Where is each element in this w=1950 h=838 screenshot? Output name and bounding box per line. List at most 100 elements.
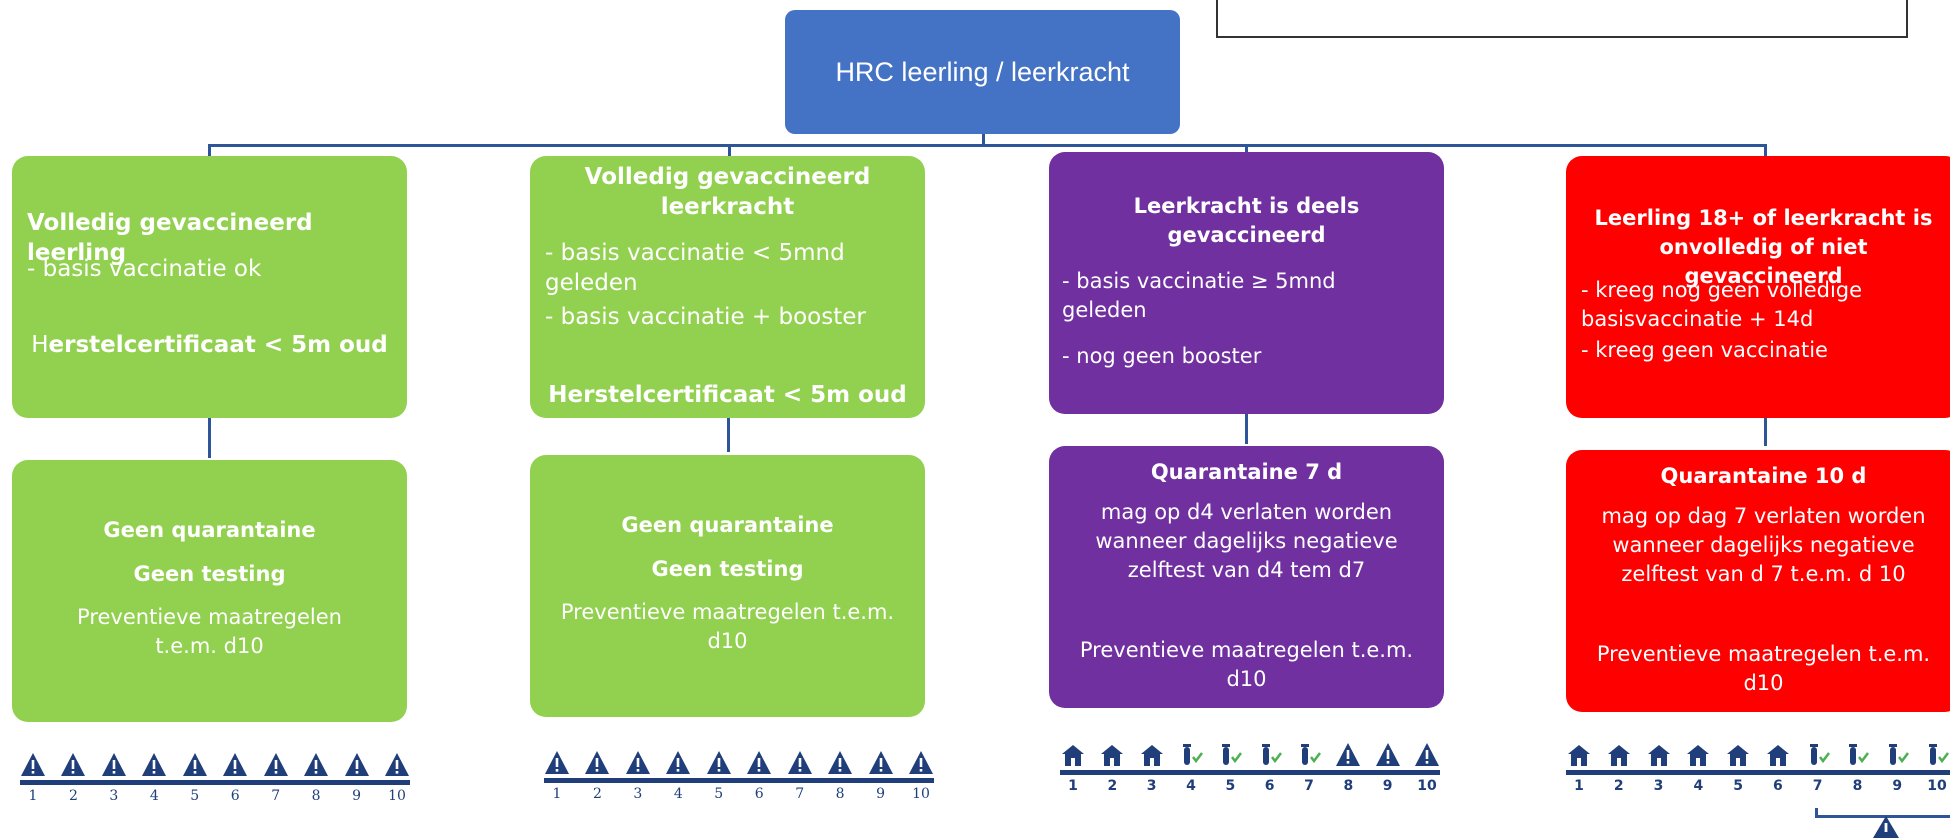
- day-number: 9: [1892, 778, 1903, 794]
- card-line: - basis vaccinatie ok: [27, 256, 262, 282]
- card-title: Volledig gevaccineerd leerling: [27, 210, 313, 266]
- card-text: mag op d4 verlaten worden wanneer dageli…: [1095, 500, 1398, 582]
- card-subtitle: Geen testing: [651, 557, 804, 581]
- day-number: 1: [552, 786, 562, 802]
- card-no-quarantine-teacher: Geen quarantaine Geen testing Preventiev…: [530, 455, 925, 717]
- test-tube-check-icon: [1809, 744, 1830, 765]
- day-number: 5: [1733, 778, 1743, 794]
- house-icon: [1062, 745, 1084, 766]
- day-number: 1: [1574, 778, 1584, 794]
- connector: [727, 418, 730, 452]
- bracket: [1815, 815, 1950, 818]
- day-number: 10: [1927, 778, 1947, 794]
- card-partially-vaccinated-teacher: Leerkracht is deels gevaccineerd - basis…: [1049, 152, 1444, 414]
- day-number: 2: [1107, 778, 1118, 794]
- test-tube-check-icon: [1261, 744, 1282, 765]
- card-text: Preventieve maatregelen t.e.m. d10: [560, 600, 895, 653]
- warning-icon: [625, 751, 650, 774]
- house-icon: [1727, 745, 1750, 766]
- day-number: 8: [1343, 778, 1354, 794]
- day-number: 7: [1812, 778, 1823, 794]
- card-no-quarantine-student: Geen quarantaine Geen testing Preventiev…: [12, 460, 407, 722]
- warning-icon: [1415, 743, 1439, 766]
- card-footer: Preventieve maatregelen t.e.m. d10: [1596, 642, 1931, 695]
- test-tube-check-icon: [1183, 744, 1203, 765]
- card-text: Preventieve maatregelen t.e.m. d10: [77, 605, 342, 658]
- test-tube-check-icon: [1301, 744, 1321, 765]
- connector: [1764, 418, 1767, 446]
- connector: [208, 144, 211, 156]
- card-quarantine-10d: Quarantaine 10 d mag op dag 7 verlaten w…: [1566, 450, 1950, 712]
- day-number: 5: [190, 788, 200, 804]
- day-number: 3: [109, 788, 119, 804]
- warning-icon: [61, 753, 86, 776]
- warning-icon: [21, 753, 45, 776]
- day-number: 9: [876, 786, 885, 802]
- test-tube-check-icon: [1929, 744, 1949, 765]
- day-number: 2: [1613, 778, 1624, 794]
- card-footer: Herstelcertificaat < 5m oud: [548, 382, 907, 408]
- day-number: 3: [1653, 778, 1664, 794]
- timeline-bar: [1060, 770, 1440, 775]
- header-box: [1216, 0, 1908, 38]
- day-number: 6: [1264, 778, 1275, 794]
- test-tube-check-icon: [1849, 744, 1870, 765]
- day-number: 10: [388, 788, 406, 804]
- day-number: 7: [271, 788, 281, 804]
- day-number: 8: [311, 788, 321, 804]
- warning-icon: [747, 751, 772, 774]
- connector: [728, 144, 731, 156]
- day-number: 3: [1146, 778, 1157, 794]
- warning-icon: [666, 751, 691, 774]
- house-icon: [1687, 745, 1710, 766]
- card-title: Geen quarantaine: [103, 518, 316, 542]
- day-number: 10: [1417, 778, 1437, 794]
- card-title: Quarantaine 7 d: [1150, 460, 1343, 484]
- footer-prefix: H: [31, 332, 49, 358]
- warning-icon: [706, 751, 731, 774]
- footer-bold: erstelcertificaat < 5m oud: [48, 332, 388, 358]
- card-vaccinated-student: Volledig gevaccineerd leerling - basis v…: [12, 156, 407, 418]
- house-icon: [1647, 745, 1670, 766]
- warning-icon: [868, 751, 893, 774]
- day-number: 4: [1693, 778, 1704, 794]
- warning-icon: [385, 753, 409, 776]
- card-line: - kreeg geen vaccinatie: [1581, 338, 1828, 362]
- card-line: - nog geen booster: [1062, 344, 1262, 368]
- bracket: [1815, 808, 1818, 818]
- day-number: 8: [835, 786, 845, 802]
- timeline-bar: [20, 780, 410, 785]
- warning-icon: [344, 753, 369, 776]
- day-number: 6: [1773, 778, 1783, 794]
- card-title: Quarantaine 10 d: [1660, 464, 1867, 488]
- connector: [1245, 413, 1248, 444]
- card-subtitle: Geen testing: [133, 562, 286, 586]
- root-label: HRC leerling / leerkracht: [835, 56, 1130, 87]
- timeline-bar: [1566, 770, 1950, 775]
- test-tube-check-icon: [1889, 744, 1910, 765]
- day-number: 3: [633, 786, 643, 802]
- house-icon: [1766, 745, 1789, 766]
- warning-icon: [142, 753, 167, 776]
- warning-icon: [1375, 743, 1400, 766]
- card-title: Volledig gevaccineerd leerkracht: [584, 164, 871, 220]
- warning-icon: [909, 751, 933, 774]
- connector: [982, 134, 985, 144]
- warning-icon: [545, 751, 569, 774]
- card-unvaccinated: Leerling 18+ of leerkracht is onvolledig…: [1566, 156, 1950, 418]
- day-number: 5: [714, 786, 724, 802]
- root-node: HRC leerling / leerkracht: [785, 10, 1180, 134]
- card-quarantine-7d: Quarantaine 7 d mag op d4 verlaten worde…: [1049, 446, 1444, 708]
- day-number: 9: [1382, 778, 1393, 794]
- connector-horizontal: [208, 144, 1766, 147]
- warning-icon: [101, 753, 126, 776]
- card-line: - basis vaccinatie ≥ 5mnd geleden: [1062, 269, 1336, 322]
- house-icon: [1568, 745, 1590, 766]
- card-line: - basis vaccinatie < 5mnd geleden: [545, 240, 845, 296]
- house-icon: [1607, 745, 1630, 766]
- warning-icon: [828, 751, 853, 774]
- warning-icon: [1336, 743, 1361, 766]
- day-number: 1: [1068, 778, 1078, 794]
- day-number: 9: [352, 788, 361, 804]
